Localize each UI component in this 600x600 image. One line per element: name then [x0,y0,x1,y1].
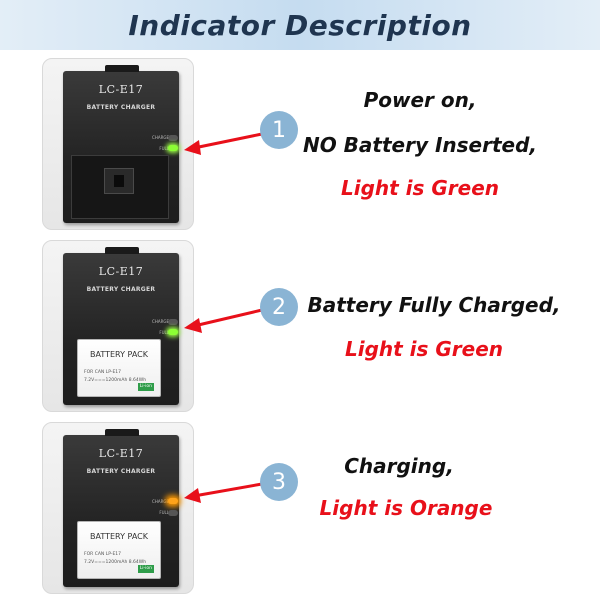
charge-led [168,319,178,325]
arrow-1 [184,132,263,155]
charge-label: CHARGE [152,319,169,324]
battery-type-tag: Li-ion [137,383,154,391]
charger-model: LC-E17 [98,83,144,96]
charge-label: CHARGE [152,135,169,140]
battery-pack-rating: 7.2V===1200mAh 8.64Wh [84,378,147,383]
full-led [168,329,178,335]
step-2-status: Light is Green [344,337,504,361]
charger-model: LC-E17 [98,265,144,278]
step-3-status: Light is Orange [319,496,493,520]
page-title: Indicator Description [128,8,472,42]
step-number-3: 3 [260,463,298,501]
power-cord [105,65,139,72]
charger-body: LC-E17 BATTERY CHARGER CHARGE FULL [63,65,179,223]
step-1-status: Light is Green [340,176,500,200]
battery-pack-title: BATTERY PACK [90,350,148,359]
step-2-line-1: Battery Fully Charged, [307,293,561,317]
battery-contacts [104,168,134,194]
step-3-line-1: Charging, [344,454,454,478]
battery-pack: BATTERY PACK FOR CAN LP-E17 7.2V===1200m… [77,521,161,579]
step-1-line-1: Power on, [363,88,477,112]
step-number-2: 2 [260,288,298,326]
charger-subtitle: BATTERY CHARGER [86,286,156,293]
charger-photo-2: LC-E17 BATTERY CHARGER CHARGE FULL BATTE… [42,240,194,412]
battery-pack-rating: 7.2V===1200mAh 8.64Wh [84,560,147,565]
charger-body: LC-E17 BATTERY CHARGER CHARGE FULL BATTE… [63,247,179,405]
full-led [168,510,178,516]
charger-photo-3: LC-E17 BATTERY CHARGER CHARGE FULL BATTE… [42,422,194,594]
full-label: FULL [159,330,169,335]
header-banner: Indicator Description [0,0,600,50]
charge-led [168,135,178,141]
charger-photo-1: LC-E17 BATTERY CHARGER CHARGE FULL [42,58,194,230]
battery-pack-model: FOR CAN LP-E17 [84,370,122,375]
charger-subtitle: BATTERY CHARGER [86,104,156,111]
battery-pack-model: FOR CAN LP-E17 [84,552,122,557]
full-label: FULL [159,510,169,515]
arrow-2 [184,308,263,333]
battery-pack-title: BATTERY PACK [90,532,148,541]
charge-label: CHARGE [152,499,169,504]
full-led [168,145,178,151]
step-1-line-2: NO Battery Inserted, [302,133,538,157]
charge-led [168,498,178,504]
charger-model: LC-E17 [98,447,144,460]
battery-type-tag: Li-ion [137,565,154,573]
arrow-3 [184,482,263,503]
charger-subtitle: BATTERY CHARGER [86,468,156,475]
battery-pack: BATTERY PACK FOR CAN LP-E17 7.2V===1200m… [77,339,161,397]
battery-slot [71,155,169,219]
step-number-1: 1 [260,111,298,149]
power-cord [105,429,139,436]
power-cord [105,247,139,254]
charger-body: LC-E17 BATTERY CHARGER CHARGE FULL BATTE… [63,429,179,587]
full-label: FULL [159,146,169,151]
